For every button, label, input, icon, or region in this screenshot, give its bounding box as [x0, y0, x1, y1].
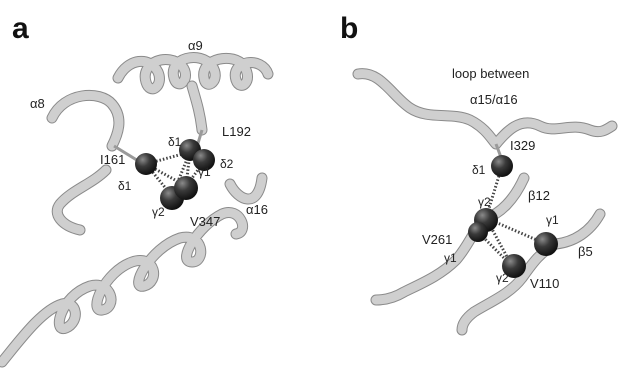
atom-i329-d1 [491, 155, 513, 177]
label-v347-g1: γ1 [198, 165, 211, 179]
label-l192: L192 [222, 124, 251, 139]
label-i329: I329 [510, 138, 535, 153]
label-a16: α16 [246, 202, 268, 217]
label-i161-d1: δ1 [118, 179, 132, 193]
label-l192-d1: δ1 [168, 135, 182, 149]
panel-a-letter: a [12, 12, 29, 45]
label-loop-line2: α15/α16 [470, 92, 518, 107]
helix-a9-connector [192, 86, 262, 199]
label-a8: α8 [30, 96, 45, 111]
label-v261: V261 [422, 232, 452, 247]
atom-v347-g1 [174, 176, 198, 200]
label-v347-g2: γ2 [152, 205, 165, 219]
label-v347: V347 [190, 214, 220, 229]
atom-v261-g1 [468, 222, 488, 242]
loop-a15-a16 [358, 74, 612, 144]
atom-i161-d1 [135, 153, 157, 175]
label-loop-line1: loop between [452, 66, 529, 81]
label-v110-g2: γ2 [496, 271, 509, 285]
label-v261-g2: γ2 [478, 195, 491, 209]
label-b12: β12 [528, 188, 550, 203]
label-i161: I161 [100, 152, 125, 167]
label-i329-d1: δ1 [472, 163, 486, 177]
atom-v110-g1 [534, 232, 558, 256]
label-v110: V110 [530, 276, 559, 291]
panel-a: a [2, 12, 268, 362]
label-l192-d2: δ2 [220, 157, 234, 171]
panel-b: b loop between α15/α16 [340, 12, 612, 330]
label-v261-g1: γ1 [444, 251, 457, 265]
panel-b-letter: b [340, 12, 358, 45]
helix-a16 [2, 212, 243, 362]
label-b5: β5 [578, 244, 593, 259]
label-v110-g1: γ1 [546, 213, 559, 227]
label-a9: α9 [188, 38, 203, 53]
